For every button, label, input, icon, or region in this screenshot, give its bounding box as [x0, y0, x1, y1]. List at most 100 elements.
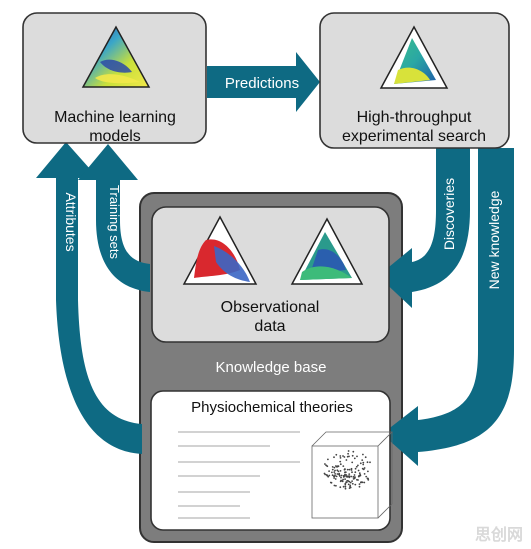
cloud-point [361, 459, 364, 461]
cloud-point [352, 450, 355, 453]
cloud-point [353, 474, 356, 476]
cloud-point [362, 461, 365, 464]
cloud-point [324, 463, 326, 465]
cloud-point [323, 472, 326, 475]
cloud-point [347, 483, 350, 486]
observational-data-box [151, 206, 390, 343]
cloud-point [346, 455, 349, 458]
cloud-point [334, 473, 336, 475]
cloud-point [333, 466, 336, 469]
cloud-point [342, 465, 345, 467]
cloud-point [339, 470, 342, 472]
cloud-point [354, 483, 357, 486]
cloud-point [339, 460, 342, 463]
labels-layer: Machine learning models High-throughput … [54, 75, 502, 416]
cloud-point [325, 464, 327, 467]
cloud-point [358, 474, 360, 477]
cloud-point [362, 453, 364, 456]
ternary-plot-ht [379, 25, 449, 89]
cloud-point [344, 485, 347, 488]
cloud-point [334, 478, 337, 480]
cloud-point [328, 470, 330, 472]
cloud-point [366, 461, 369, 464]
cloud-point [344, 484, 347, 486]
cloud-point [335, 453, 338, 456]
cloud-point [348, 468, 351, 471]
cloud-point [354, 476, 356, 479]
cloud-point [354, 471, 357, 474]
cloud-point [339, 480, 342, 483]
cloud-point [343, 456, 346, 458]
cloud-point [351, 482, 354, 485]
cloud-point [331, 471, 333, 474]
knowledge-base-label: Knowledge base [216, 359, 327, 376]
ht-search-title-line1: High-throughput [357, 109, 472, 126]
cloud-point [345, 475, 348, 478]
cloud-point [340, 474, 343, 477]
cloud-point [366, 477, 369, 480]
cloud-point [334, 474, 336, 477]
cloud-point [353, 457, 356, 460]
cloud-point [344, 471, 346, 474]
cloud-point [363, 467, 366, 469]
cloud-point [327, 458, 329, 461]
cloud-point [351, 471, 353, 474]
observational-title-line2: data [254, 318, 285, 335]
cloud-point [340, 476, 342, 479]
cloud-point [342, 485, 345, 488]
cloud-point [367, 479, 370, 481]
cloud-point [363, 481, 366, 484]
cloud-point [347, 452, 349, 455]
ternary-plot-obs-left [182, 215, 258, 285]
cloud-point [358, 483, 361, 485]
cloud-point [348, 475, 351, 478]
cloud-point [354, 467, 357, 470]
ternary-plot-obs-right [290, 217, 364, 285]
cloud-point [337, 470, 340, 473]
ml-models-box [22, 12, 207, 144]
ml-models-title-line2: models [89, 128, 141, 145]
cloud-point [344, 468, 346, 470]
cloud-point [365, 475, 368, 478]
new-knowledge-arrow [382, 148, 514, 466]
physio-theories-title: Physiochemical theories [191, 399, 353, 416]
cloud-point [339, 457, 342, 459]
cloud-point [349, 484, 352, 487]
cloud-point [333, 477, 335, 479]
cloud-point [335, 475, 338, 478]
cloud-point [352, 476, 355, 478]
physio-theories-box [150, 390, 393, 531]
cloud-point [334, 469, 336, 472]
cloud-point [364, 456, 367, 459]
cloud-point [331, 468, 334, 471]
cloud-point [331, 466, 334, 468]
cloud-point [339, 463, 342, 466]
cloud-point [351, 461, 354, 464]
cloud-point [356, 478, 358, 481]
predictions-arrow [207, 52, 320, 112]
equations-graphic [178, 431, 300, 519]
cloud-point [345, 459, 348, 461]
cloud-point [351, 454, 354, 457]
cloud-point [350, 467, 353, 470]
cloud-point [343, 475, 345, 477]
cloud-point [335, 465, 337, 467]
cloud-point [349, 481, 352, 484]
discoveries-arrow [378, 148, 470, 308]
cloud-point [359, 462, 362, 465]
cloud-point [352, 478, 355, 480]
cloud-point [347, 480, 349, 482]
new-knowledge-label: New knowledge [486, 190, 502, 289]
watermark: 思创网 [474, 525, 523, 544]
cloud-point [328, 474, 331, 477]
cloud-point [351, 480, 353, 482]
cloud-point [338, 473, 340, 476]
point-cloud-cube [311, 431, 393, 519]
cloud-point [355, 465, 358, 468]
cloud-point [345, 481, 347, 484]
cloud-point [326, 474, 329, 477]
cloud-point [362, 463, 365, 466]
training-sets-label: Training sets [107, 185, 122, 259]
ht-search-title-line2: experimental search [342, 128, 486, 145]
